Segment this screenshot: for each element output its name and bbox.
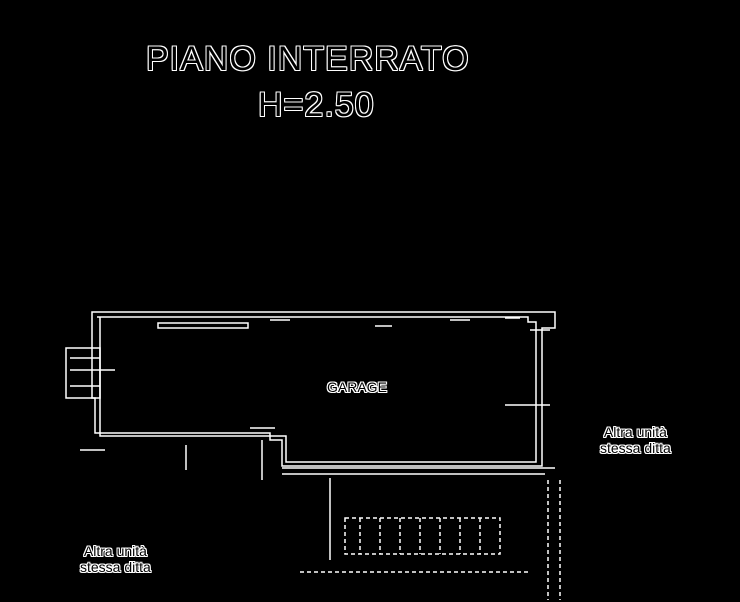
room-label-garage: GARAGE — [327, 379, 387, 395]
floor-title: PIANO INTERRATO — [146, 40, 470, 78]
note-line: stessa ditta — [80, 559, 151, 575]
stair-element — [65, 347, 101, 399]
note-line: Altra unità — [603, 424, 667, 440]
adjacent-unit-note-right: Altra unità stessa ditta — [600, 424, 671, 456]
window-top — [157, 322, 249, 329]
stair-outline — [344, 517, 501, 555]
note-line: Altra unità — [83, 543, 147, 559]
garage-inner-wall — [97, 316, 537, 463]
note-line: stessa ditta — [600, 440, 671, 456]
adjacent-unit-note-left: Altra unità stessa ditta — [80, 543, 151, 575]
garage-outer-wall — [91, 311, 556, 467]
ceiling-height-label: H=2.50 — [258, 86, 375, 124]
